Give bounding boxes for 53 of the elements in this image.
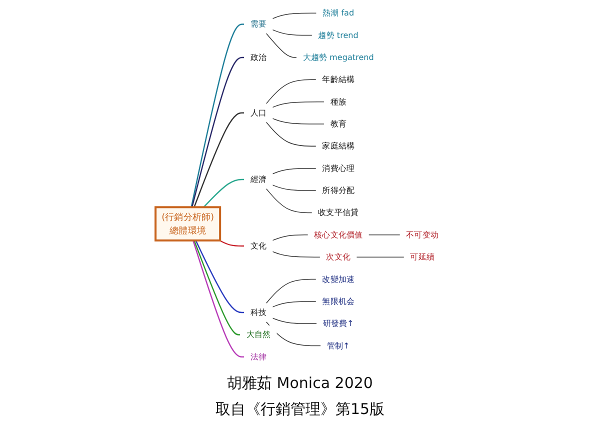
node-text: 可延續 (410, 252, 434, 262)
connector (203, 178, 244, 208)
node-text: 科技 (250, 307, 266, 318)
node-text: 消費心理 (322, 163, 354, 173)
node-text: 熱潮 fad (322, 8, 354, 18)
connector (272, 168, 317, 174)
connector (356, 256, 405, 258)
connector (190, 24, 244, 208)
connector (195, 240, 244, 314)
connector (272, 29, 313, 36)
node-text: 核心文化價值 (314, 230, 363, 240)
connector (368, 234, 400, 236)
connector (272, 318, 318, 324)
connector (191, 56, 244, 208)
connector (272, 101, 325, 108)
node-text: 文化 (250, 240, 266, 251)
node-text: 家庭結構 (322, 141, 354, 151)
node-text: 無限机会 (322, 296, 354, 306)
node-text: 種族 (330, 96, 346, 106)
node-text: 收支平信貸 (318, 208, 358, 218)
connector (194, 112, 244, 208)
node-text: 大趨勢 megatrend (302, 52, 374, 62)
connector (194, 240, 240, 336)
connector (272, 184, 317, 191)
node-text: 次文化 (326, 252, 350, 262)
node-box: (行銷分析師) 總體環境 (154, 206, 222, 242)
node-text: 政治 (250, 52, 266, 62)
connector (219, 240, 244, 247)
connector (266, 188, 312, 214)
note-text: 胡雅茹 Monica 2020 (227, 373, 373, 394)
node-text: 需要 (250, 19, 266, 29)
connector (192, 240, 244, 358)
note-text: 取自《行銷管理》第15版 (215, 399, 385, 420)
connector (272, 12, 317, 20)
connector (272, 118, 325, 124)
node-text: 教育 (330, 118, 346, 129)
connector (266, 79, 317, 104)
node-text: 改變加速 (322, 274, 354, 284)
connector (266, 122, 317, 147)
node-text: 管制↑ (326, 340, 350, 350)
node-text: 年齡結構 (322, 74, 354, 84)
node-text: 研發費↑ (322, 318, 354, 328)
node-text: 法律 (250, 352, 266, 362)
node-text: 經濟 (250, 174, 266, 184)
connector (266, 278, 317, 304)
node-text: 人口 (250, 108, 266, 118)
connector (272, 301, 317, 308)
node-text: 所得分配 (322, 186, 354, 196)
node-text: 趨勢 trend (318, 30, 358, 40)
connector (272, 251, 321, 258)
connector (266, 32, 298, 58)
connector (272, 234, 308, 241)
node-text: 不可变动 (406, 230, 438, 240)
